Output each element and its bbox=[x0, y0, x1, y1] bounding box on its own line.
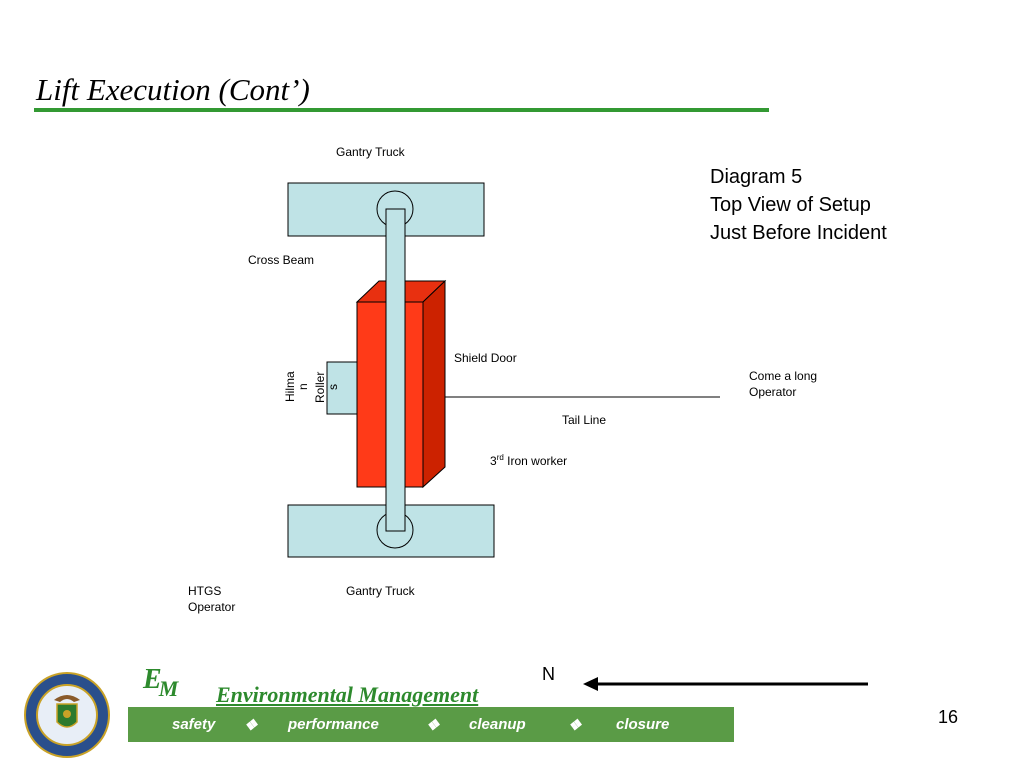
diagram-caption: Diagram 5 Top View of Setup Just Before … bbox=[710, 163, 887, 247]
bar-item-closure: closure bbox=[616, 716, 670, 733]
bar-item-safety: safety bbox=[172, 716, 216, 733]
caption-line-1: Diagram 5 bbox=[710, 166, 803, 188]
bar-separator-3: ❖ bbox=[568, 717, 582, 734]
title-underline bbox=[34, 108, 769, 112]
label-hilman-col1: Hilma n bbox=[284, 371, 310, 403]
label-hilman-rollers: Hilma n Roller s bbox=[284, 356, 354, 420]
shield-door-side bbox=[422, 279, 446, 489]
bar-item-cleanup: cleanup bbox=[469, 716, 526, 733]
environmental-management-text: Environmental Management bbox=[216, 682, 479, 707]
label-gantry-truck-top: Gantry Truck bbox=[336, 145, 405, 159]
footer-values-bar: safety ❖ performance ❖ cleanup ❖ closure bbox=[128, 707, 734, 742]
label-hilman-col2: Roller s bbox=[314, 371, 340, 403]
bar-separator-1: ❖ bbox=[244, 717, 258, 734]
north-arrow-head bbox=[583, 677, 598, 691]
bar-item-performance: performance bbox=[288, 716, 379, 733]
caption-line-2: Top View of Setup bbox=[710, 194, 871, 216]
label-htgs-operator: HTGS Operator bbox=[188, 584, 236, 614]
page-title: Lift Execution (Cont’) bbox=[36, 72, 310, 107]
label-gantry-truck-bottom: Gantry Truck bbox=[346, 584, 415, 598]
label-iron-worker: 3rd Iron worker bbox=[490, 453, 568, 468]
doe-seal-icon bbox=[24, 672, 110, 758]
bar-separator-2: ❖ bbox=[426, 717, 440, 734]
label-shield-door: Shield Door bbox=[454, 351, 517, 365]
cross-beam bbox=[385, 208, 406, 532]
north-label: N bbox=[542, 664, 555, 684]
label-come-a-long-operator: Come a long Operator bbox=[749, 369, 818, 399]
em-logo: EM bbox=[143, 664, 179, 701]
page-number: 16 bbox=[938, 707, 959, 727]
label-cross-beam: Cross Beam bbox=[248, 253, 315, 267]
label-tail-line: Tail Line bbox=[562, 413, 607, 427]
caption-line-3: Just Before Incident bbox=[710, 222, 887, 244]
